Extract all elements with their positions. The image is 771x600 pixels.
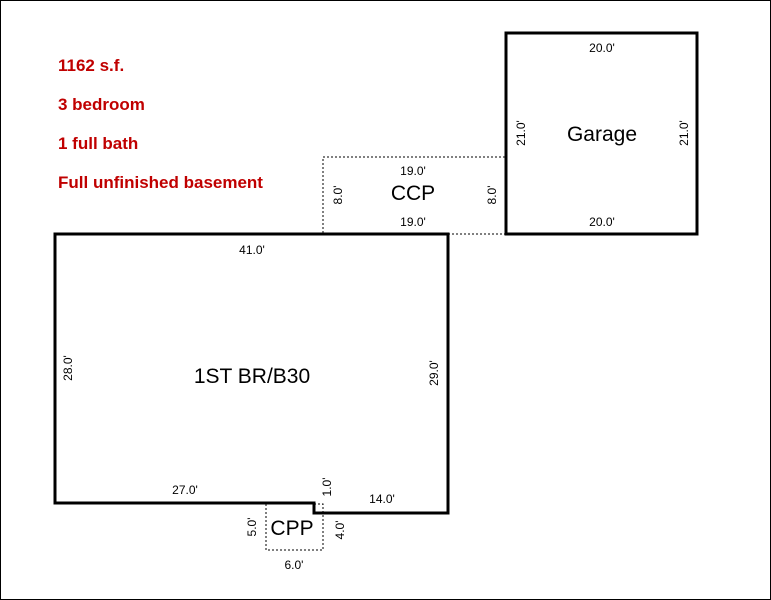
- main-room-label: 1ST BR/B30: [194, 365, 310, 388]
- main-bottom-right-dimension: 14.0': [369, 492, 395, 506]
- cpp-bottom-dimension: 6.0': [285, 558, 304, 572]
- square-footage: 1162 s.f.: [58, 56, 125, 75]
- garage-left-dimension: 21.0': [514, 120, 528, 146]
- main-house-outline: [53, 232, 450, 515]
- main-bottom-left-dimension: 27.0': [172, 483, 198, 497]
- main-step-dimension: 1.0': [320, 478, 334, 497]
- ccp-bottom-dimension: 19.0': [400, 215, 426, 229]
- property-summary: 1162 s.f. 3 bedroom 1 full bath Full unf…: [58, 54, 263, 210]
- garage-top-dimension: 20.0': [589, 41, 615, 55]
- garage-bottom-dimension: 20.0': [589, 215, 615, 229]
- ccp-label: CCP: [391, 182, 435, 205]
- garage-outline: [504, 31, 699, 236]
- main-right-dimension: 29.0': [427, 360, 441, 386]
- main-left-dimension: 28.0': [61, 355, 75, 381]
- basement-description: Full unfinished basement: [58, 173, 263, 192]
- bath-count: 1 full bath: [58, 134, 139, 153]
- ccp-right-dimension: 8.0': [485, 186, 499, 205]
- cpp-left-dimension: 5.0': [245, 518, 259, 537]
- garage-label: Garage: [567, 123, 637, 146]
- main-top-dimension: 41.0': [239, 243, 265, 257]
- ccp-left-dimension: 8.0': [331, 186, 345, 205]
- garage-right-dimension: 21.0': [677, 120, 691, 146]
- bedroom-count: 3 bedroom: [58, 95, 145, 114]
- cpp-right-dimension: 4.0': [333, 521, 347, 540]
- ccp-top-dimension: 19.0': [400, 164, 426, 178]
- cpp-label: CPP: [270, 517, 313, 540]
